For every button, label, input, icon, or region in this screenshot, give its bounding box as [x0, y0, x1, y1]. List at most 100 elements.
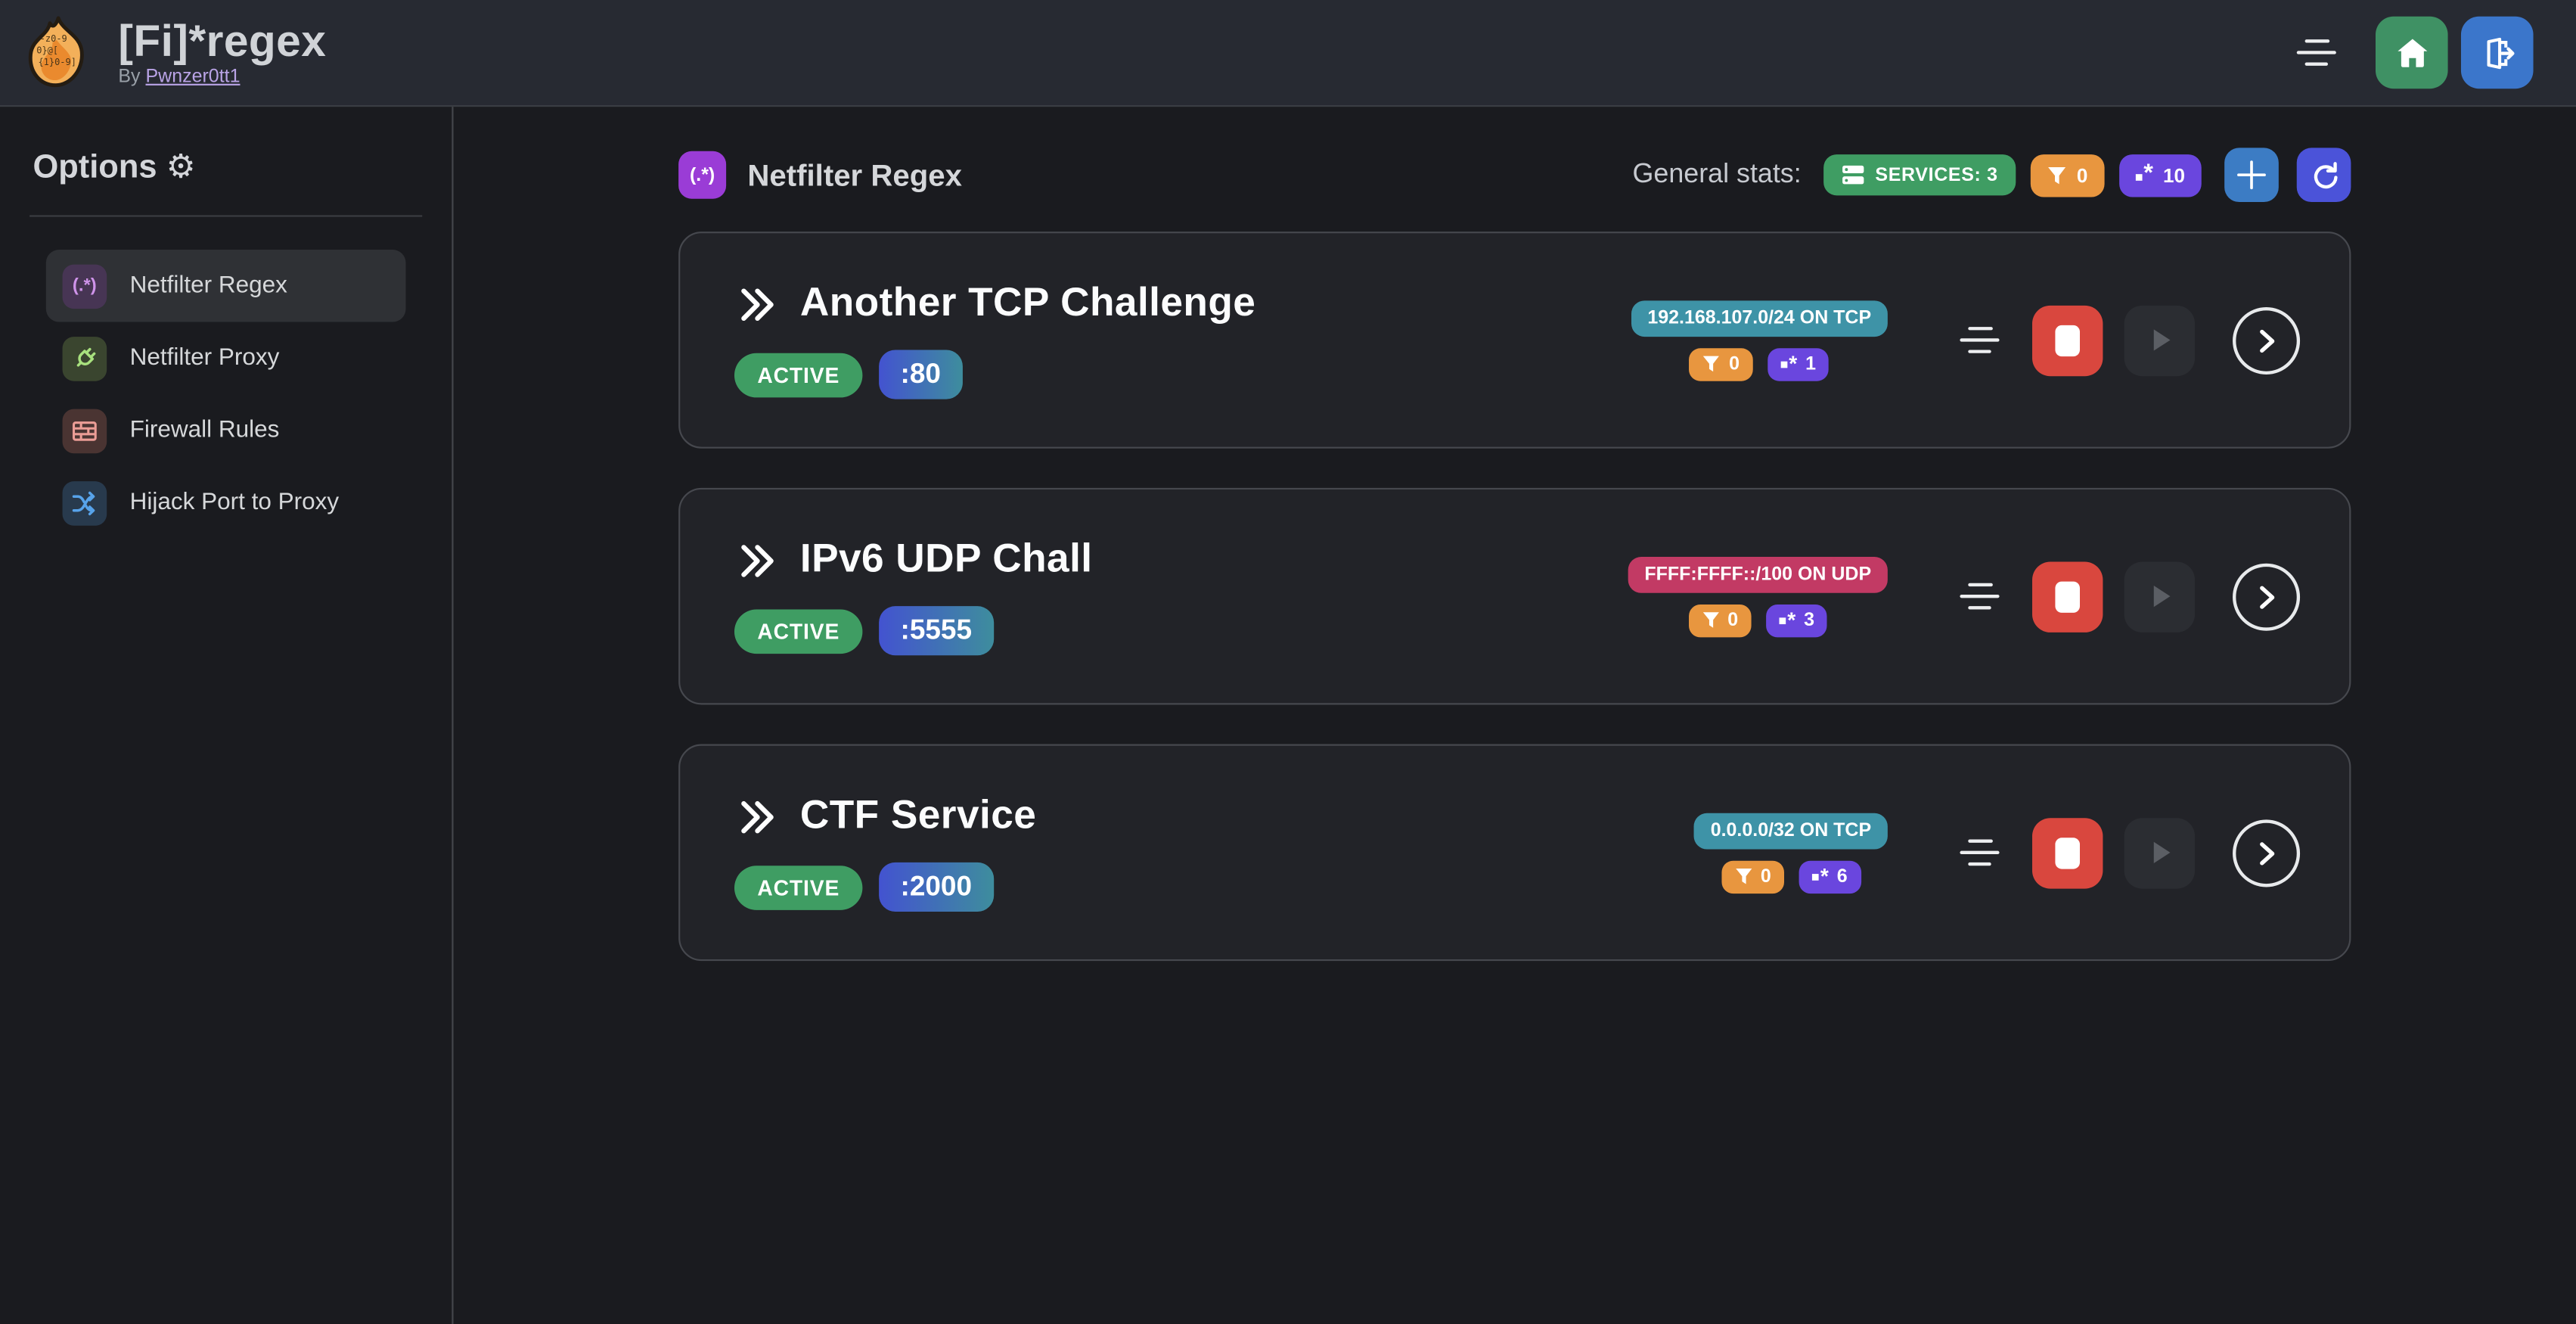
- app-title: [Fi]*regex: [118, 16, 327, 66]
- stop-button[interactable]: [2032, 304, 2103, 376]
- sidebar-item-firewall-rules[interactable]: Firewall Rules: [46, 394, 406, 467]
- stop-icon: [2055, 324, 2081, 356]
- filter-icon: [1735, 868, 1752, 884]
- sidebar: Options ⚙ (.*) Netfilter Regex: [0, 107, 454, 1324]
- filter-icon: [2048, 166, 2066, 184]
- status-badge: ACTIVE: [734, 352, 863, 397]
- play-button[interactable]: [2124, 561, 2196, 632]
- services-count-badge: SERVICES: 3: [1824, 154, 2016, 196]
- main-area: (.*) Netfilter Regex General stats: SERV…: [454, 107, 2576, 1324]
- plus-icon: [2237, 160, 2266, 190]
- navbar-actions: [2296, 16, 2534, 89]
- sidebar-item-label: Hijack Port to Proxy: [129, 490, 340, 516]
- play-button[interactable]: [2124, 817, 2196, 888]
- network-stats: FFFF:FFFF::/100 ON UDP 0 3: [1628, 555, 1888, 637]
- chevron-right-icon: [2260, 328, 2275, 353]
- chevrons-right-icon: [741, 800, 774, 833]
- stop-button[interactable]: [2032, 561, 2103, 632]
- sidebar-item-hijack-port[interactable]: Hijack Port to Proxy: [46, 467, 406, 539]
- play-icon: [2152, 841, 2170, 863]
- service-name: CTF Service: [799, 793, 1037, 838]
- sidebar-item-netfilter-regex[interactable]: (.*) Netfilter Regex: [45, 250, 406, 322]
- regex-icon: [1780, 358, 1797, 370]
- page-title: Netfilter Regex: [747, 157, 962, 191]
- service-card: IPv6 UDP Chall ACTIVE :5555 FFFF:FFFF::/…: [678, 487, 2351, 705]
- play-icon: [2152, 329, 2170, 351]
- home-button[interactable]: [2376, 16, 2448, 89]
- content-header: (.*) Netfilter Regex General stats: SERV…: [678, 148, 2351, 203]
- stop-button[interactable]: [2032, 817, 2103, 888]
- service-name: Another TCP Challenge: [799, 281, 1256, 325]
- refresh-button[interactable]: [2296, 148, 2351, 203]
- status-badge: ACTIVE: [734, 865, 863, 909]
- brand-text: [Fi]*regex By Pwnzer0tt1: [118, 16, 327, 88]
- home-icon: [2397, 38, 2427, 67]
- sidebar-item-label: Netfilter Regex: [129, 272, 287, 300]
- plug-icon: [62, 336, 107, 381]
- chevrons-right-icon: [741, 544, 774, 577]
- service-menu-icon[interactable]: [1960, 838, 2000, 867]
- network-badge: FFFF:FFFF::/100 ON UDP: [1628, 555, 1888, 592]
- service-list: Another TCP Challenge ACTIVE :80 192.168…: [678, 232, 2351, 962]
- refresh-icon: [2313, 160, 2337, 188]
- regexes-count-badge: 6: [1799, 859, 1861, 894]
- service-name: IPv6 UDP Chall: [799, 536, 1093, 582]
- play-icon: [2152, 586, 2170, 608]
- play-button[interactable]: [2124, 304, 2196, 376]
- author-link[interactable]: Pwnzer0tt1: [145, 67, 241, 88]
- open-service-button[interactable]: [2233, 306, 2301, 374]
- filter-icon: [1703, 356, 1720, 372]
- logout-icon: [2486, 36, 2514, 69]
- status-badge: ACTIVE: [734, 608, 863, 654]
- network-badge: 0.0.0.0/32 ON TCP: [1693, 812, 1888, 849]
- regexes-count-badge: 1: [1768, 347, 1830, 381]
- split-arrows-icon: [62, 480, 107, 525]
- filters-count-badge: 0: [2031, 154, 2105, 197]
- sidebar-item-netfilter-proxy[interactable]: Netfilter Proxy: [46, 322, 406, 395]
- regexes-count-badge: 3: [1766, 603, 1828, 637]
- service-menu-icon[interactable]: [1960, 326, 2000, 354]
- brand: -z0-9 0}@[ {1}0-9] [Fi]*regex By Pwnzer0…: [20, 14, 326, 91]
- options-title: Options ⚙: [33, 149, 196, 186]
- sidebar-item-label: Netfilter Proxy: [129, 344, 280, 371]
- svg-text:-z0-9: -z0-9: [40, 33, 67, 43]
- menu-icon[interactable]: [2296, 39, 2336, 67]
- regexes-count-badge: 10: [2118, 154, 2202, 197]
- filters-count-badge: 0: [1690, 347, 1753, 381]
- filters-count-badge: 0: [1721, 859, 1785, 894]
- filters-count-badge: 0: [1688, 603, 1752, 637]
- open-service-button[interactable]: [2233, 562, 2301, 630]
- network-badge: 192.168.107.0/24 ON TCP: [1631, 300, 1888, 337]
- chevrons-right-icon: [741, 287, 774, 320]
- service-card: Another TCP Challenge ACTIVE :80 192.168…: [678, 232, 2351, 449]
- filter-icon: [1702, 612, 1718, 628]
- brick-wall-icon: [62, 408, 107, 453]
- port-badge: :80: [879, 350, 963, 399]
- regex-icon: (.*): [62, 263, 107, 309]
- regex-icon: [1779, 614, 1795, 626]
- firegex-flame-logo: -z0-9 0}@[ {1}0-9]: [28, 15, 84, 87]
- port-badge: :2000: [879, 862, 994, 912]
- add-service-button[interactable]: [2224, 148, 2279, 203]
- byline-prefix: By: [118, 67, 141, 88]
- network-stats: 192.168.107.0/24 ON TCP 0 1: [1631, 300, 1888, 381]
- stop-icon: [2055, 580, 2081, 612]
- sidebar-nav: (.*) Netfilter Regex Netfilter P: [29, 250, 422, 539]
- byline: By Pwnzer0tt1: [118, 67, 326, 87]
- general-stats-label: General stats:: [1632, 159, 1802, 189]
- sidebar-divider: [29, 215, 423, 217]
- navbar: -z0-9 0}@[ {1}0-9] [Fi]*regex By Pwnzer0…: [0, 0, 2576, 107]
- netfilter-regex-icon: (.*): [678, 151, 727, 199]
- server-icon: [1843, 165, 1865, 185]
- regex-icon: [1812, 871, 1829, 883]
- service-menu-icon[interactable]: [1960, 582, 2000, 611]
- logout-button[interactable]: [2460, 16, 2534, 89]
- network-stats: 0.0.0.0/32 ON TCP 0 6: [1693, 812, 1888, 894]
- chevron-right-icon: [2260, 585, 2275, 608]
- open-service-button[interactable]: [2233, 819, 2301, 887]
- svg-text:0}@[: 0}@[: [36, 44, 58, 54]
- service-card: CTF Service ACTIVE :2000 0.0.0.0/32 ON T…: [678, 744, 2351, 962]
- sidebar-item-label: Firewall Rules: [129, 417, 280, 444]
- regex-icon: [2135, 168, 2153, 182]
